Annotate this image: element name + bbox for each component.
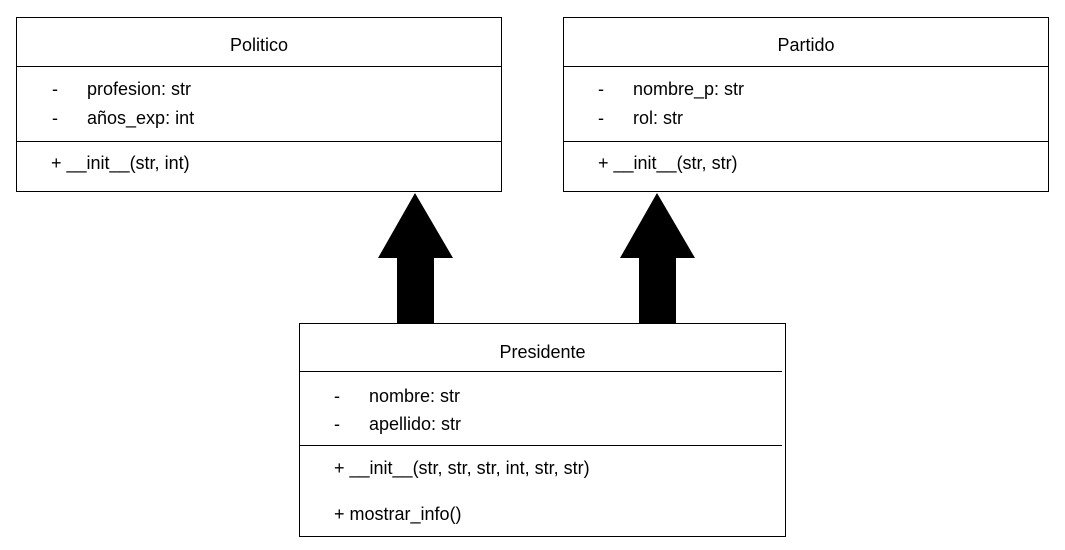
class-presidente-divider-top <box>300 371 782 372</box>
attr-rol-visibility: - <box>598 108 604 128</box>
attr-profesion: profesion: str <box>87 79 192 99</box>
class-partido-divider-bottom <box>564 141 1048 142</box>
attr-apellido: apellido: str <box>369 414 462 434</box>
class-politico: Politico - profesion: str - años_exp: in… <box>16 17 502 192</box>
attr-nombre-visibility: - <box>334 386 340 406</box>
attr-anos-exp: años_exp: int <box>87 108 195 128</box>
attr-apellido-visibility: - <box>334 414 340 434</box>
method-politico-init: + __init__(str, int) <box>51 153 190 173</box>
class-partido-name: Partido <box>777 35 835 55</box>
arrow-presidente-to-politico <box>378 193 453 325</box>
attr-rol: rol: str <box>633 108 684 128</box>
attr-profesion-visibility: - <box>52 79 58 99</box>
class-presidente-divider-bottom <box>300 445 782 446</box>
class-politico-divider-top <box>17 66 501 67</box>
attr-nombre-p: nombre_p: str <box>633 79 745 99</box>
attr-anos-exp-visibility: - <box>52 108 58 128</box>
class-presidente: Presidente - nombre: str - apellido: str… <box>299 323 786 537</box>
attr-nombre: nombre: str <box>369 386 461 406</box>
class-politico-divider-bottom <box>17 141 501 142</box>
attr-nombre-p-visibility: - <box>598 79 604 99</box>
method-mostrar-info: + mostrar_info() <box>334 504 462 524</box>
class-politico-name: Politico <box>229 35 289 55</box>
arrow-presidente-to-partido <box>620 193 695 325</box>
class-partido: Partido - nombre_p: str - rol: str + __i… <box>563 17 1049 192</box>
method-partido-init: + __init__(str, str) <box>598 153 738 173</box>
method-presidente-init: + __init__(str, str, str, int, str, str) <box>334 458 590 478</box>
class-presidente-name: Presidente <box>499 342 586 362</box>
class-partido-divider-top <box>564 66 1048 67</box>
